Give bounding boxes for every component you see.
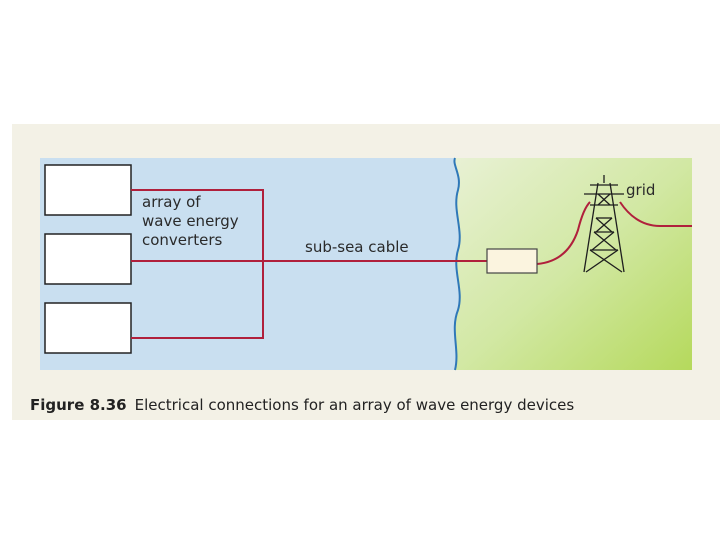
converter-box-2 xyxy=(44,233,132,285)
converter-box-3 xyxy=(44,302,132,354)
converter-box-1 xyxy=(44,164,132,216)
figure-number: Figure 8.36 xyxy=(30,396,127,414)
caption-text: Electrical connections for an array of w… xyxy=(134,396,575,414)
converters-label-line-2: wave energy xyxy=(142,212,239,230)
converters-label-line-3: converters xyxy=(142,231,223,249)
coastline xyxy=(453,157,461,371)
land-region xyxy=(454,158,692,370)
sub-sea-cable-label: sub-sea cable xyxy=(305,238,409,256)
pylon-icon xyxy=(583,175,625,273)
grid-label: grid xyxy=(626,181,656,199)
figure-caption: Figure 8.36 Electrical connections for an… xyxy=(30,396,574,414)
substation-box xyxy=(486,248,538,274)
cable-wires xyxy=(131,189,692,339)
converters-label-line-1: array of xyxy=(142,193,201,211)
